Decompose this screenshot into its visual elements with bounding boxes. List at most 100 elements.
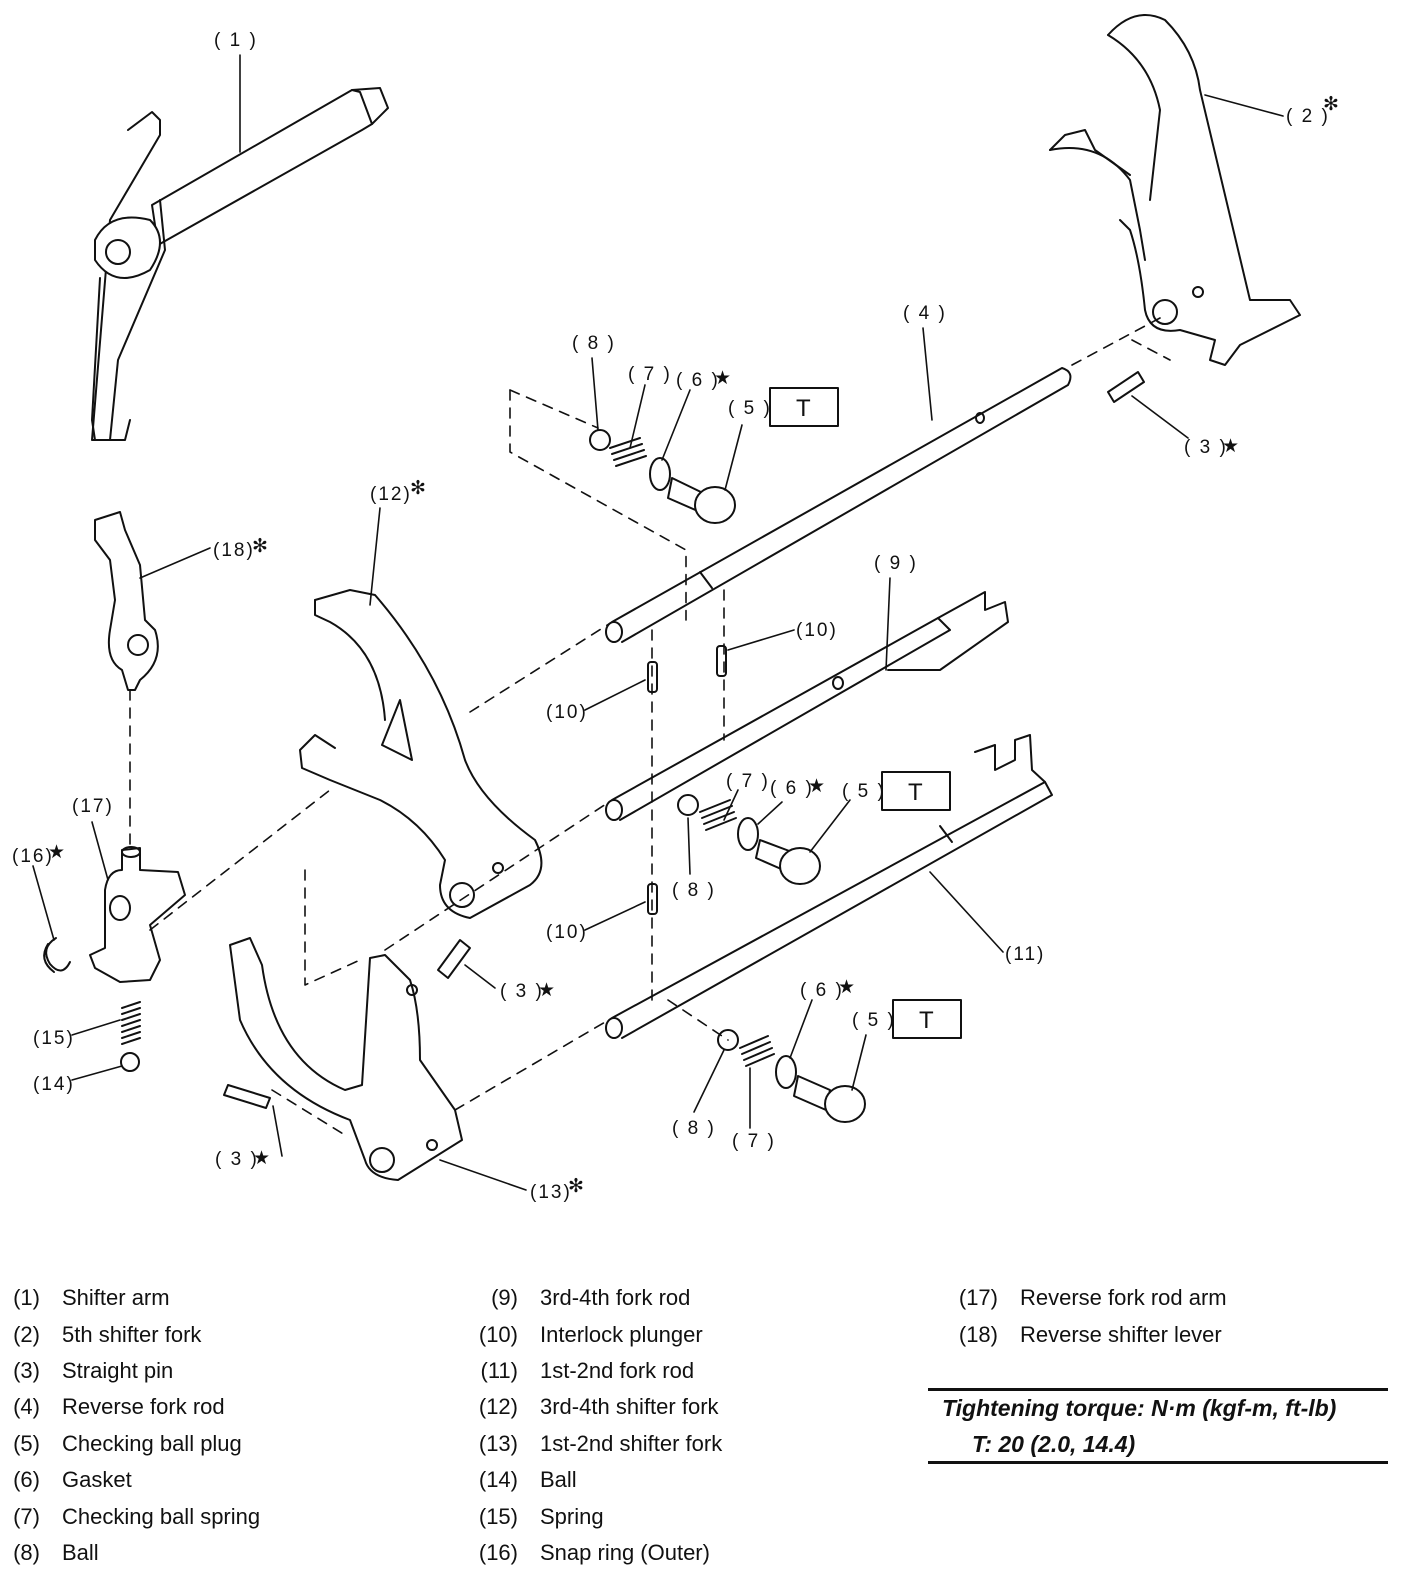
legend-item: (1) Shifter arm (10, 1280, 260, 1316)
part-reverse-shifter-lever (94, 511, 159, 691)
callout-18: (18) (213, 540, 255, 561)
part-reverse-fork-rod (605, 367, 1072, 643)
callout-2: ( 2 ) (1286, 106, 1330, 127)
legend-item: (11) 1st-2nd fork rod (470, 1353, 722, 1389)
callout-13-mark: ✻ (568, 1176, 586, 1197)
legend-number: (7) (13, 1503, 40, 1529)
legend-label: 1st-2nd shifter fork (540, 1430, 723, 1456)
legend-number: (14) (478, 1467, 518, 1493)
callout-6b-mark: ★ (808, 776, 827, 797)
part-reverse-fork-rod-arm (89, 846, 186, 983)
legend-item: (18) Reverse shifter lever (950, 1316, 1227, 1352)
part-3rd-4th-fork-rod (605, 591, 1009, 821)
part-spring (121, 1001, 141, 1045)
legend-label: Snap ring (Outer) (540, 1539, 710, 1565)
callout-3b: ( 3 ) (500, 981, 544, 1002)
legend-number: (18) (958, 1321, 998, 1347)
legend-label: Checking ball spring (62, 1503, 261, 1529)
legend-number: (6) (13, 1467, 40, 1493)
callout-6c-mark: ★ (838, 977, 857, 998)
legend-item: (10)Interlock plunger (470, 1316, 722, 1352)
legend-label: Ball (540, 1467, 577, 1493)
legend-label: Shifter arm (62, 1285, 170, 1311)
legend-item: (12) 3rd-4th shifter fork (470, 1389, 722, 1425)
legend-number: (2) (13, 1321, 40, 1347)
part-1st-2nd-fork-rod (605, 734, 1053, 1039)
legend-item: (8) Ball (10, 1535, 260, 1571)
legend-label: Ball (62, 1539, 99, 1565)
callout-4: ( 4 ) (903, 303, 947, 324)
callout-6a: ( 6 ) (676, 370, 720, 391)
legend-item: (3)Straight pin (10, 1353, 260, 1389)
part-5th-shifter-fork (1049, 14, 1301, 366)
callout-8c: ( 8 ) (672, 1118, 716, 1139)
legend-label: 5th shifter fork (62, 1321, 202, 1347)
callout-18-mark: ✻ (252, 536, 270, 557)
torque-box-2 (881, 771, 951, 811)
detent-assembly-middle (677, 794, 821, 885)
callout-10a: (10) (796, 620, 838, 641)
callout-6c: ( 6 ) (800, 980, 844, 1001)
legend-number: (17) (958, 1285, 998, 1311)
legend-column-2: (9)3rd-4th fork rod (10)Interlock plunge… (470, 1280, 722, 1571)
legend-number: (5) (13, 1430, 40, 1456)
legend-label: Interlock plunger (540, 1321, 703, 1347)
callout-7c: ( 7 ) (732, 1131, 776, 1152)
callout-6b: ( 6 ) (770, 778, 814, 799)
legend-item: (9)3rd-4th fork rod (470, 1280, 722, 1316)
legend-label: 3rd-4th shifter fork (540, 1394, 719, 1420)
callout-16-mark: ★ (48, 842, 67, 863)
torque-box-3-label: T (919, 1007, 934, 1034)
callout-5b: ( 5 ) (842, 781, 886, 802)
legend-number: (1) (13, 1285, 40, 1311)
legend-label: Reverse fork rod arm (1020, 1285, 1227, 1311)
callout-15: (15) (33, 1028, 75, 1049)
legend-number: (4) (13, 1394, 40, 1420)
callout-3b-mark: ★ (538, 980, 557, 1001)
legend-item: (4)Reverse fork rod (10, 1389, 260, 1425)
part-shifter-arm (91, 87, 389, 441)
detent-assembly-top (589, 429, 736, 524)
callout-12-mark: ✻ (410, 478, 428, 499)
part-straight-pin-c (223, 1084, 271, 1109)
legend-label: 3rd-4th fork rod (540, 1285, 691, 1311)
callout-14: (14) (33, 1074, 75, 1095)
legend-item: (6) Gasket (10, 1462, 260, 1498)
legend-item: (2) 5th shifter fork (10, 1316, 260, 1352)
callout-2-mark: ✻ (1323, 94, 1341, 115)
callout-8a: ( 8 ) (572, 333, 616, 354)
legend-item: (17) Reverse fork rod arm (950, 1280, 1227, 1316)
legend-label: 1st-2nd fork rod (540, 1357, 695, 1383)
callout-9: ( 9 ) (874, 553, 918, 574)
part-3rd-4th-shifter-fork (299, 589, 543, 919)
part-1st-2nd-shifter-fork (229, 937, 463, 1181)
callout-7b: ( 7 ) (726, 771, 770, 792)
callout-5a: ( 5 ) (728, 398, 772, 419)
legend-item: (13)1st-2nd shifter fork (470, 1426, 722, 1462)
legend-item: (14) Ball (470, 1462, 722, 1498)
callout-3a: ( 3 ) (1184, 437, 1228, 458)
legend-number: (16) (478, 1539, 518, 1565)
torque-box-1-label: T (796, 395, 811, 422)
torque-box-3 (892, 999, 962, 1039)
legend-item: (16) Snap ring (Outer) (470, 1535, 722, 1571)
part-snap-ring (43, 937, 71, 973)
legend-label: Reverse shifter lever (1020, 1321, 1222, 1347)
part-ball-14 (120, 1052, 140, 1072)
legend-number: (8) (13, 1539, 40, 1565)
legend-label: Spring (540, 1503, 604, 1529)
part-straight-pin-a (1107, 371, 1145, 403)
exploded-parts-diagram: ( 1 ) ( 2 ) ✻ ( 3 ) ★ ( 3 ) ★ ( 3 ) ★ ( … (12, 14, 1341, 1203)
torque-box-1 (769, 387, 839, 427)
callout-3c: ( 3 ) (215, 1149, 259, 1170)
callout-1: ( 1 ) (214, 30, 258, 51)
legend-number: (11) (480, 1357, 519, 1383)
legend-column-3: (17) Reverse fork rod arm (18) Reverse shi… (950, 1280, 1227, 1353)
legend-label: Gasket (62, 1467, 132, 1493)
legend-column-1: (1) Shifter arm (2) 5th shifter fork (3)St… (10, 1280, 260, 1571)
callout-17: (17) (72, 796, 114, 817)
callout-10c: (10) (546, 922, 588, 943)
legend-item: (5) Checking ball plug (10, 1426, 260, 1462)
legend-label: Checking ball plug (62, 1430, 242, 1456)
legend-number: (12) (478, 1394, 518, 1420)
